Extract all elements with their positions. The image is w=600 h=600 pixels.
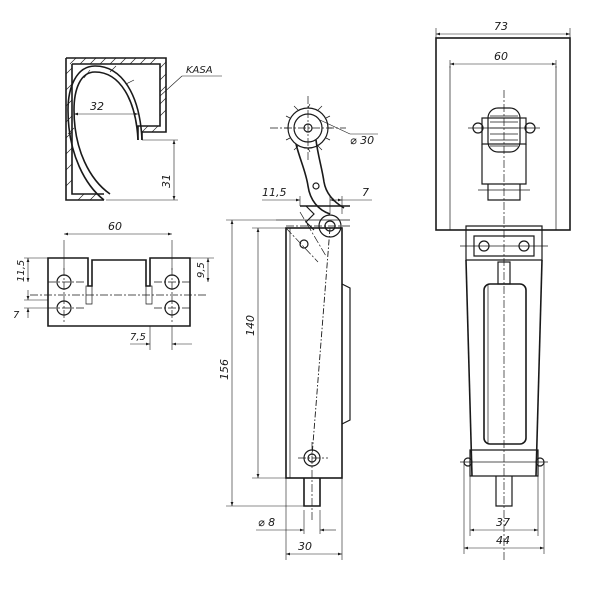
side-view: ⌀ 30 11,5 7 — [218, 96, 378, 560]
side-inner-height-dim: 140 — [244, 315, 257, 336]
mounting-plate: 60 11,5 9,5 7 7,5 — [13, 220, 214, 350]
profile-section: 32 31 KASA — [65, 57, 222, 201]
pin-diameter-dim: ⌀ 8 — [258, 516, 275, 529]
hole-gap-dim: 7 — [13, 310, 20, 321]
front-lower-inner-dim: 37 — [496, 516, 510, 529]
hole-right-dim: 9,5 — [196, 262, 207, 278]
profile-height-dim: 31 — [160, 174, 173, 188]
front-view: 73 60 37 44 — [435, 20, 571, 560]
side-base-width-dim: 30 — [298, 540, 312, 553]
side-offset-left-dim: 11,5 — [262, 186, 287, 199]
front-inner-width-dim: 60 — [494, 50, 508, 63]
front-overall-width-dim: 73 — [494, 20, 508, 33]
material-label: KASA — [186, 65, 213, 76]
side-total-height-dim: 156 — [218, 359, 231, 380]
side-offset-right-dim: 7 — [362, 186, 369, 199]
hole-vertical-dim: 11,5 — [16, 260, 27, 282]
profile-hatching — [65, 57, 167, 201]
profile-width-dim: 32 — [90, 100, 104, 113]
wheel-diameter-dim: ⌀ 30 — [350, 134, 374, 147]
plate-width-dim: 60 — [108, 220, 122, 233]
front-cylinder — [483, 283, 527, 445]
front-lower-outer-dim: 44 — [496, 534, 510, 547]
cylinder-body — [285, 227, 343, 479]
hole-offset-dim: 7,5 — [130, 332, 146, 343]
front-top-plate — [435, 37, 571, 231]
